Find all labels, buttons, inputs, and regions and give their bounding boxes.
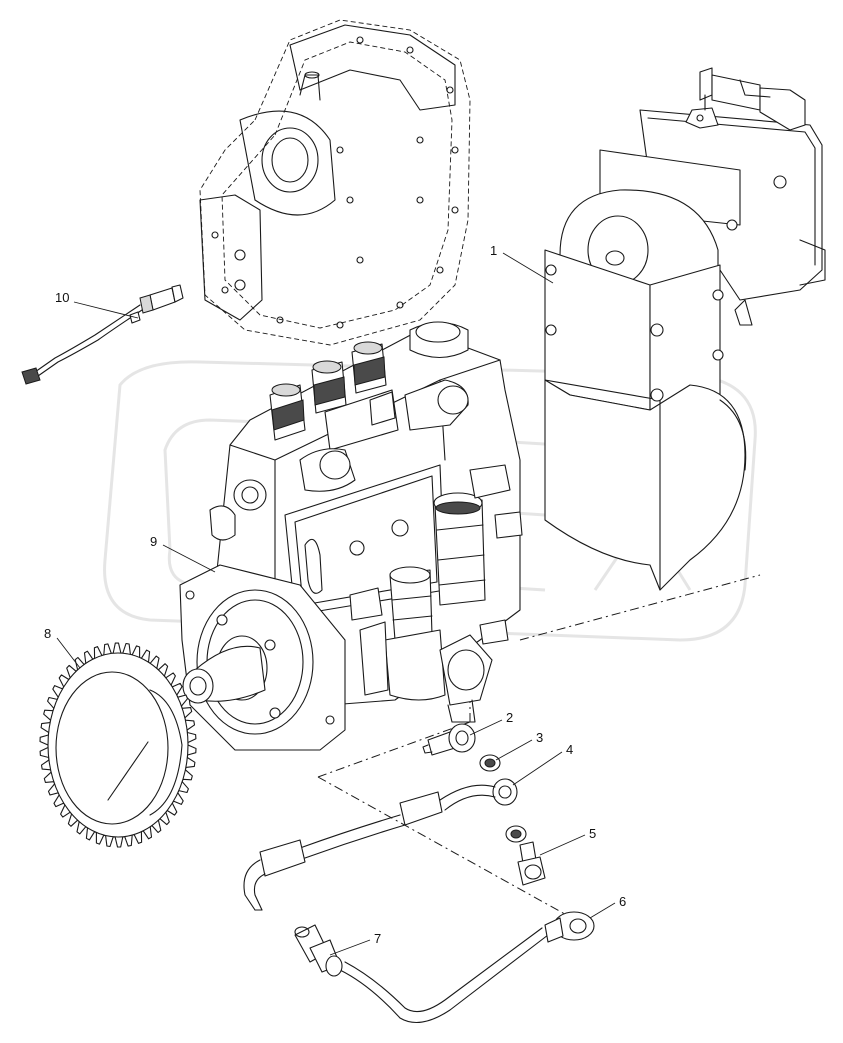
sealing-washer-upper [479, 754, 501, 772]
pump-flange [179, 564, 346, 751]
sealing-washer-lower [505, 825, 527, 843]
callout-3: 3 [536, 730, 543, 745]
callout-7: 7 [374, 931, 381, 946]
delivery-valves [269, 341, 399, 451]
drive-gear [39, 642, 197, 848]
callout-9: 9 [150, 534, 157, 549]
housing-bolt-holes [211, 36, 459, 329]
pipe-union [294, 924, 343, 977]
callout-4: 4 [566, 742, 573, 757]
speed-sensor [21, 284, 184, 385]
fuel-return-pipe [243, 784, 595, 1024]
callout-5: 5 [589, 826, 596, 841]
actuator-housing [544, 67, 826, 591]
callout-1: 1 [490, 243, 497, 258]
banjo-bolt [517, 841, 546, 886]
plunger-column [384, 492, 493, 723]
callout-2: 2 [506, 710, 513, 725]
flywheel-housing [199, 19, 471, 346]
callout-labels: 1 2 3 4 5 6 7 8 9 10 [44, 243, 626, 946]
banjo-eye [492, 778, 518, 806]
electrical-connector [685, 67, 806, 131]
callout-8: 8 [44, 626, 51, 641]
banjo-fitting [422, 723, 476, 756]
callout-10: 10 [55, 290, 69, 305]
callout-6: 6 [619, 894, 626, 909]
leader-lines [56, 252, 616, 956]
